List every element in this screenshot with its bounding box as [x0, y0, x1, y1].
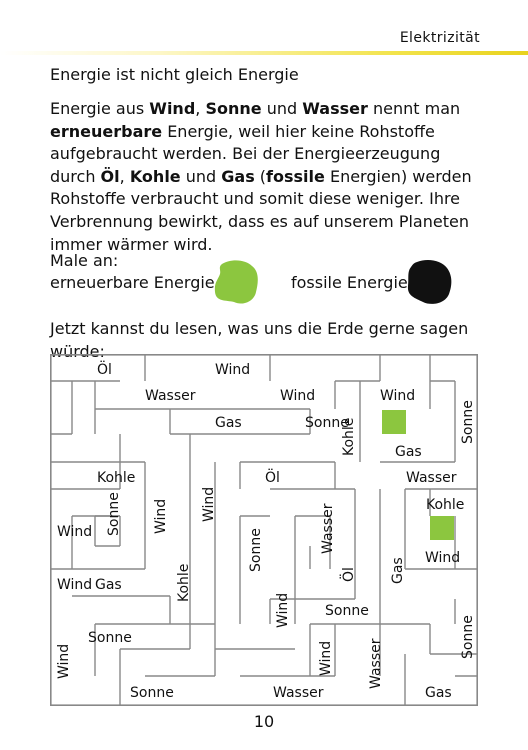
maze-word: Sonne: [130, 685, 174, 701]
header-divider: [0, 51, 528, 55]
paragraph-run: (: [254, 166, 267, 186]
paragraph-run: und: [180, 166, 222, 186]
maze-word: Wasser: [406, 470, 457, 486]
maze-word: Kohle: [176, 564, 192, 602]
maze-word: Gas: [425, 685, 452, 701]
maze-word: Kohle: [341, 418, 357, 456]
paragraph-run: und: [261, 99, 303, 118]
maze-word: Wind: [57, 577, 92, 593]
page-number: 10: [253, 712, 275, 731]
maze-word: Sonne: [325, 603, 369, 619]
maze-word: Sonne: [305, 415, 349, 431]
explanation-paragraph: Energie aus Wind, Sonne und Wasser nennt…: [50, 98, 490, 256]
paragraph-run: Energie, weil hier keine Rohstoffe aufge…: [50, 121, 441, 186]
paragraph-run: Energie aus: [50, 99, 150, 118]
fossil-color-blob: [407, 260, 452, 304]
maze-word: Sonne: [460, 400, 476, 444]
paragraph-run: nennt man: [367, 99, 461, 118]
paragraph-run: fossile: [266, 166, 325, 186]
maze-word: Wasser: [368, 638, 384, 689]
maze-word: Wind: [215, 362, 250, 378]
maze-word: Wasser: [320, 503, 336, 554]
maze-word: Sonne: [88, 630, 132, 646]
paragraph-run: ,: [119, 166, 130, 186]
maze-word: Wind: [280, 388, 315, 404]
maze-green-square-2: [430, 516, 454, 540]
maze-word: Sonne: [106, 492, 122, 536]
renewable-label: erneuerbare Energie =: [50, 273, 234, 292]
maze-word: Wind: [380, 388, 415, 404]
maze-green-square-1: [382, 410, 406, 434]
maze-word: Kohle: [426, 497, 464, 513]
maze-word: Wind: [153, 499, 169, 534]
paragraph-run: erneuerbare: [50, 121, 163, 141]
maze-word: Gas: [390, 557, 406, 584]
chapter-title: Elektrizität: [399, 30, 480, 46]
maze-word: Sonne: [460, 615, 476, 659]
maze-word: Wasser: [273, 685, 324, 701]
maze-word: Wind: [56, 644, 72, 679]
section-heading: Energie ist nicht gleich Energie: [50, 65, 299, 84]
maze-word: Gas: [215, 415, 242, 431]
renewable-color-blob: [214, 260, 258, 304]
maze-word: Gas: [395, 444, 422, 460]
paragraph-run: Kohle: [129, 166, 181, 186]
maze-word: Wind: [275, 593, 291, 628]
maze-word: Wind: [57, 524, 92, 540]
maze-word: Wasser: [145, 388, 196, 404]
maze-word: Gas: [95, 577, 122, 593]
maze-word: Sonne: [248, 528, 264, 572]
maze-word: Öl: [265, 468, 280, 486]
maze-word: Wind: [318, 641, 334, 676]
paragraph-run: Energien) werden Rohstoffe verbraucht un…: [50, 166, 472, 254]
paragraph-run: Wasser: [302, 99, 368, 118]
maze-word: Wind: [201, 487, 217, 522]
maze-word: Öl: [97, 360, 112, 378]
fossil-label: fossile Energie =: [291, 273, 427, 292]
paragraph-run: Sonne: [205, 99, 262, 118]
paragraph-run: Gas: [221, 166, 255, 186]
reading-prompt: Jetzt kannst du lesen, was uns die Erde …: [50, 319, 469, 361]
paragraph-run: Wind: [149, 99, 196, 118]
paragraph-run: ,: [195, 99, 206, 118]
coloring-instruction: Male an:: [50, 251, 119, 270]
paragraph-run: Öl: [100, 166, 120, 186]
maze-word: Öl: [339, 567, 357, 582]
maze-word: Wind: [425, 550, 460, 566]
maze-word: Kohle: [97, 470, 135, 486]
